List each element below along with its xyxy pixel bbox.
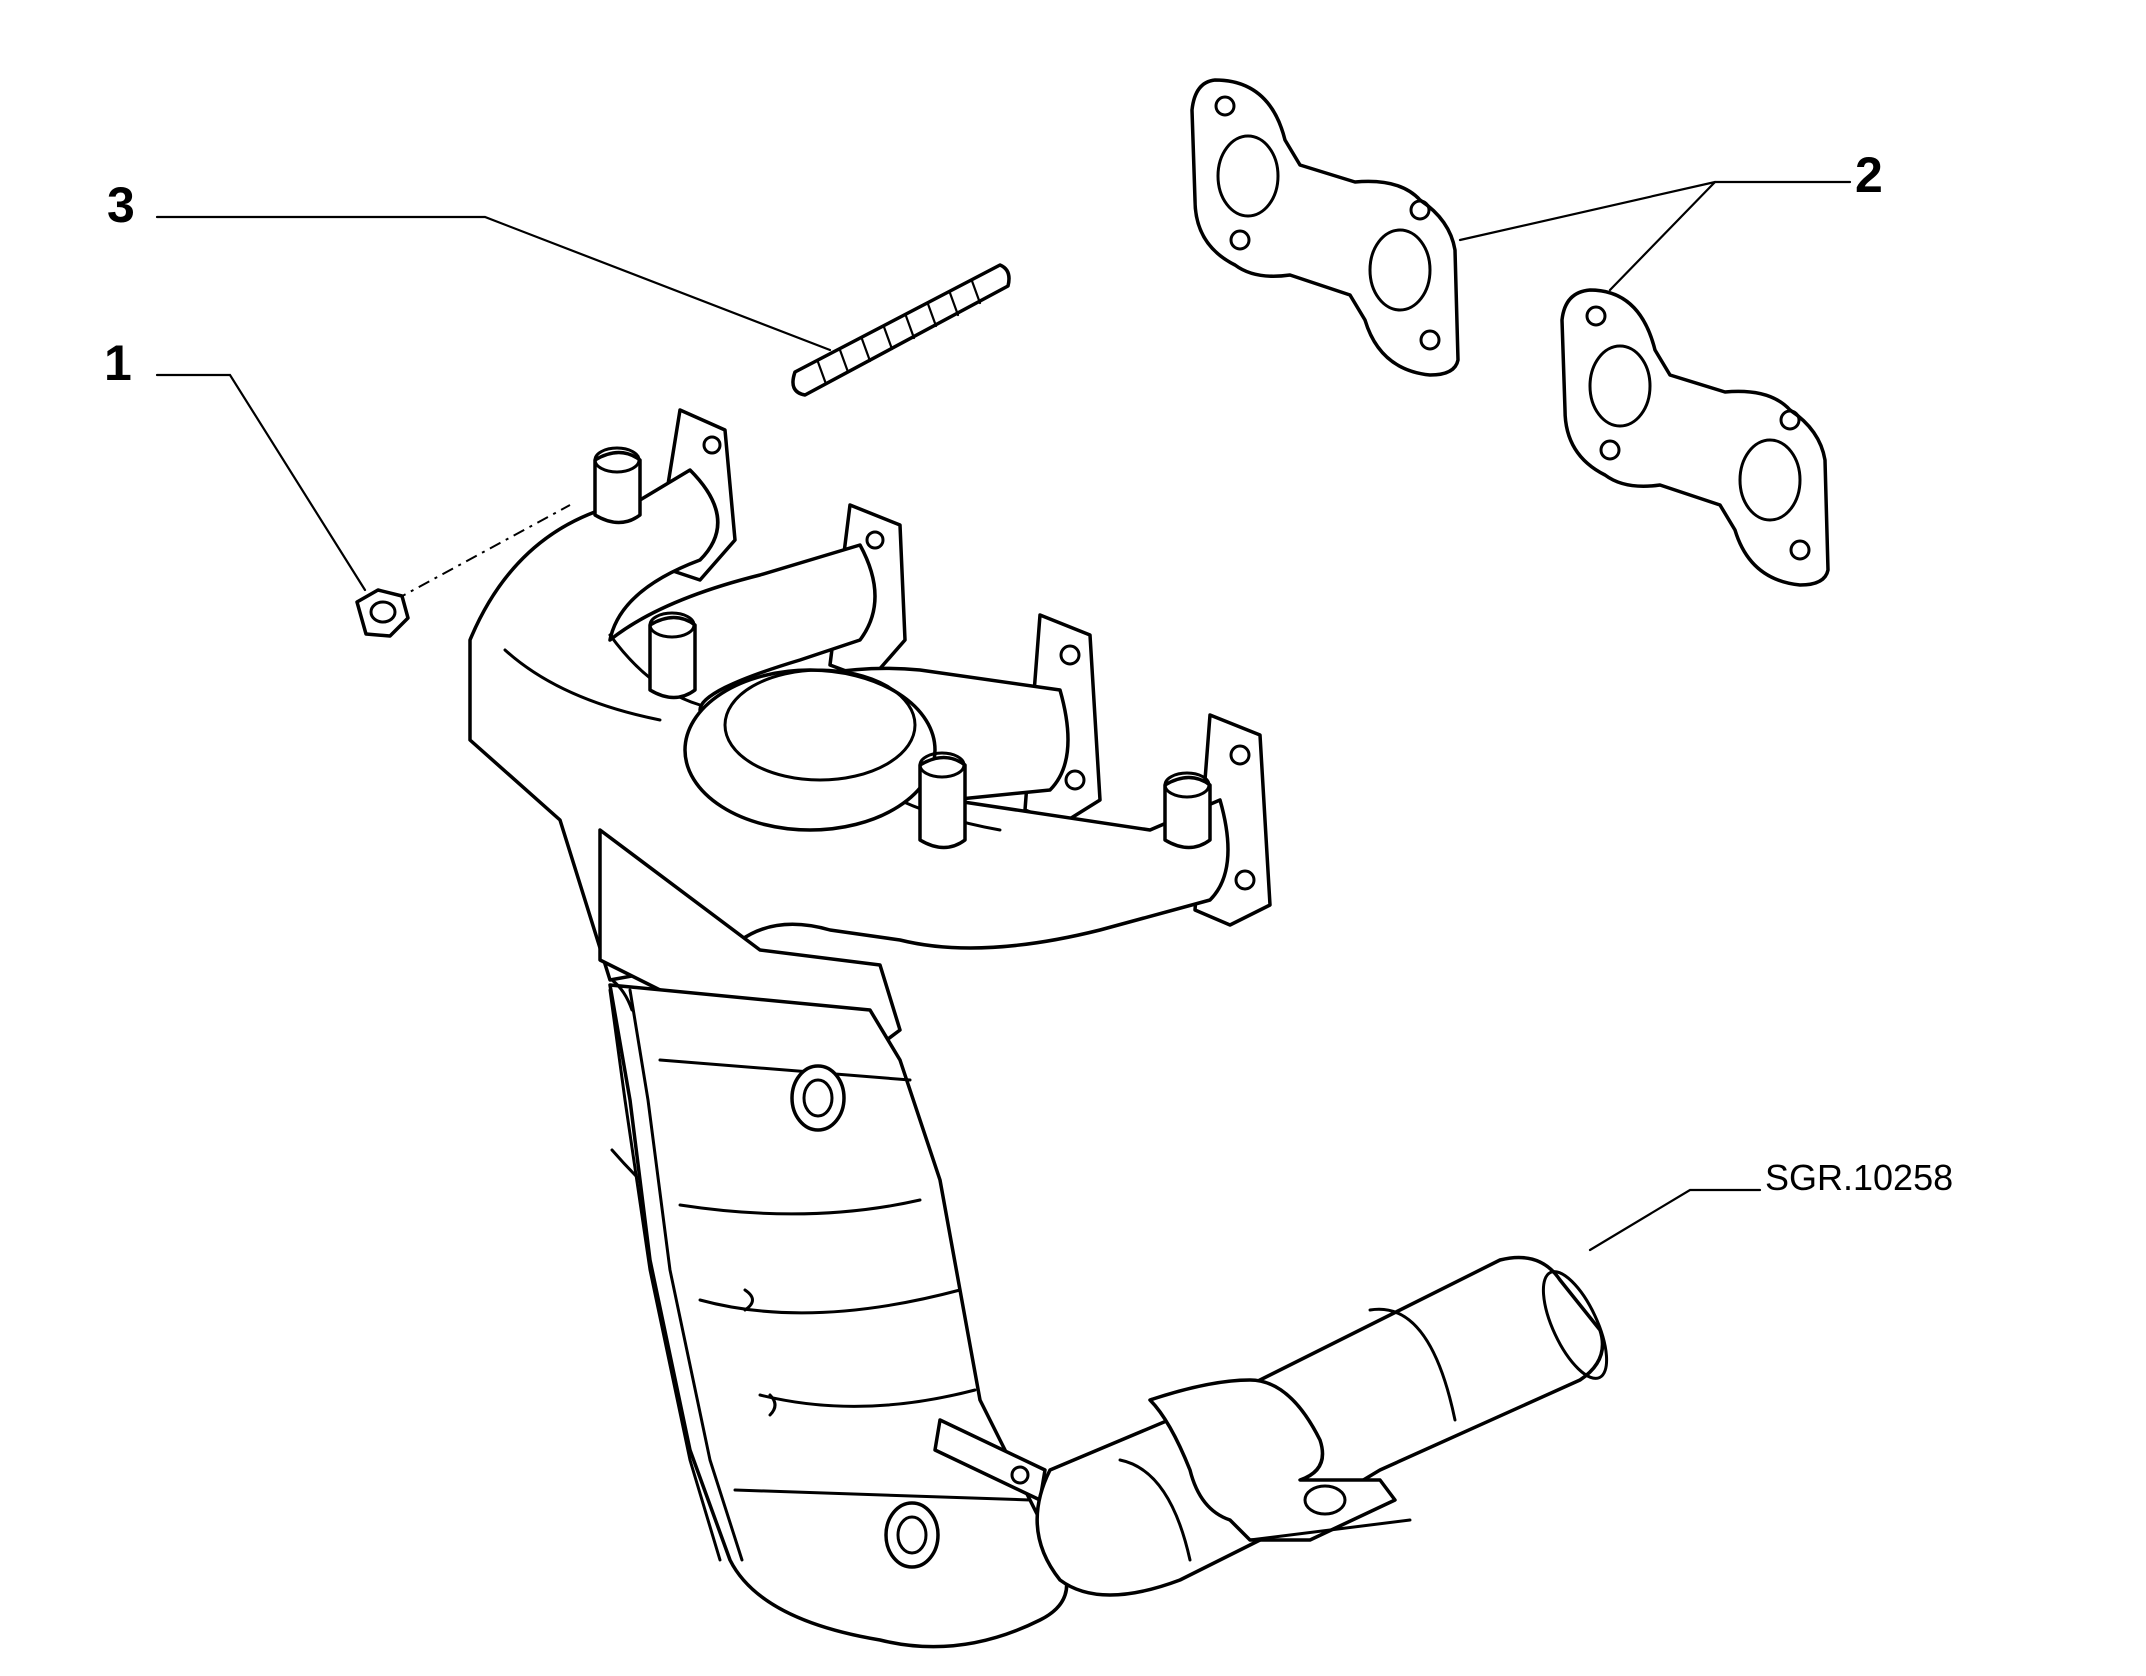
callout-label-2: 2 [1855,147,1883,203]
leader-line-2-lower [1608,180,1717,292]
leader-line-3 [155,215,832,352]
exhaust-manifold-assembly [468,408,1272,1649]
gasket-2-lower [1560,288,1830,587]
stud-3 [791,263,1011,397]
wiring-marker-upper [610,978,634,1012]
callout-label-3: 3 [107,177,135,233]
gasket-2-upper [1190,78,1460,377]
reference-code-label: SGR.10258 [1765,1157,1954,1198]
wiring-marker-lower [610,1148,642,1182]
downpipe [1035,1255,1609,1597]
leader-line-2-upper [1458,180,1852,242]
leader-line-ref [1588,1188,1762,1252]
nut-1 [355,504,571,638]
callout-label-1: 1 [104,335,132,391]
leader-line-1 [155,373,367,592]
